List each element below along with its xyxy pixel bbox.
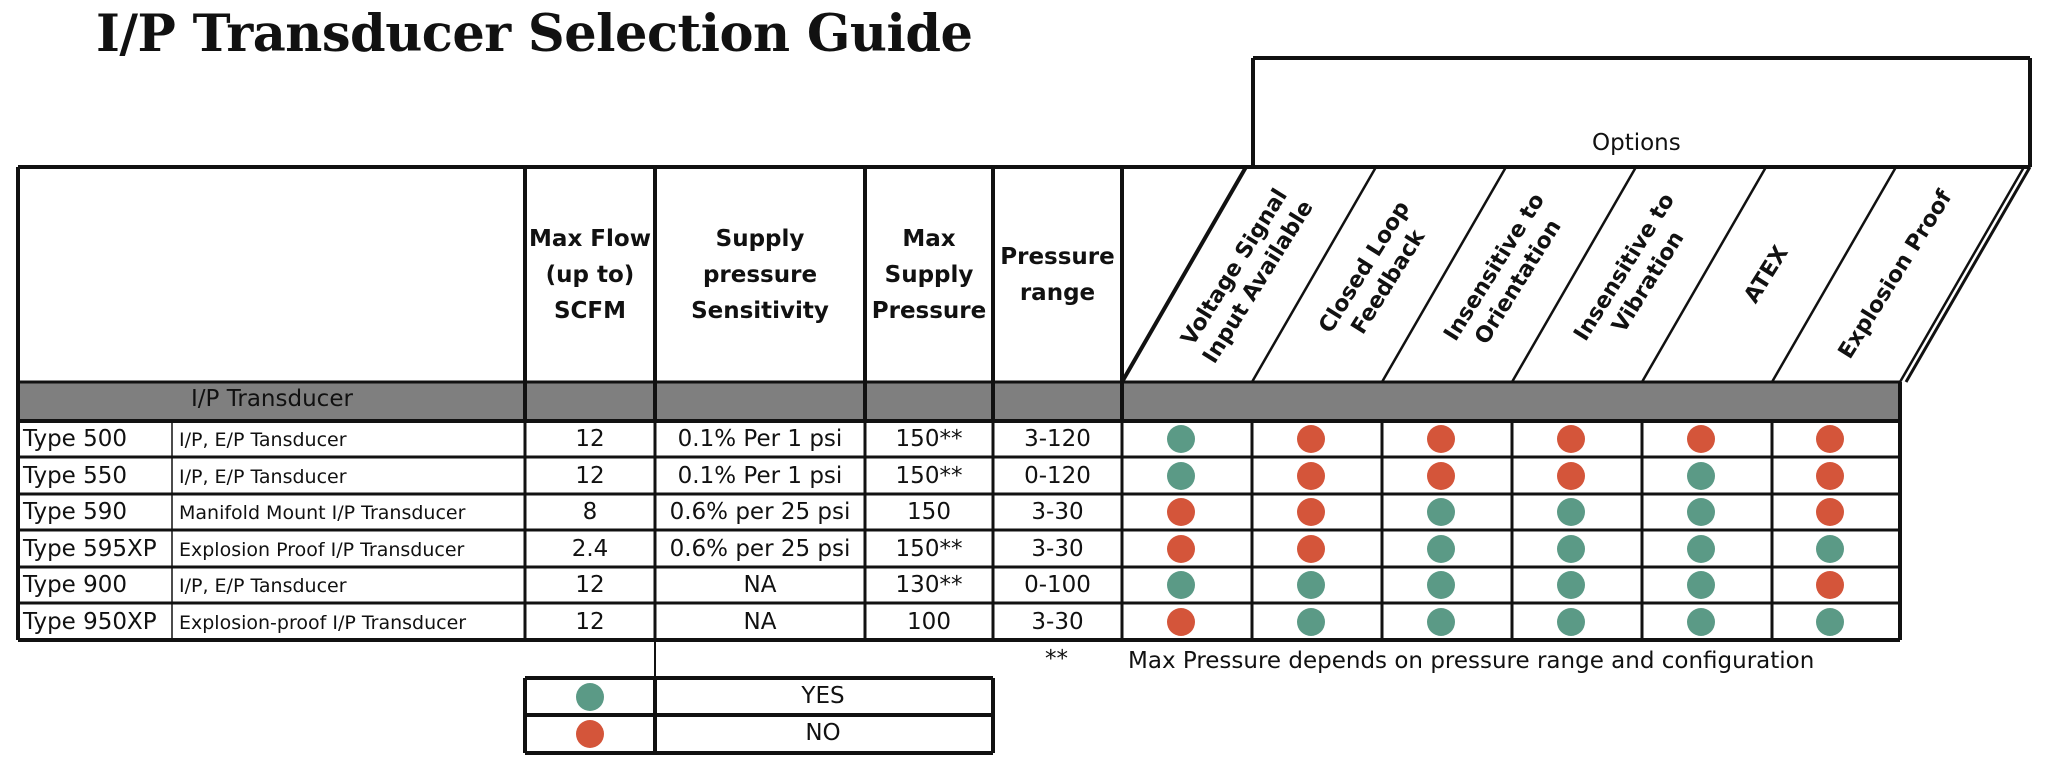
pressure-range-cell: 3-30 (1031, 499, 1084, 525)
no-indicator (1297, 425, 1325, 453)
no-indicator (1427, 461, 1455, 490)
no-indicator (1687, 425, 1715, 453)
yes-indicator (1427, 571, 1455, 599)
yes-indicator (1167, 571, 1195, 599)
yes-indicator (1557, 534, 1585, 563)
max-supply-cell: 100 (907, 608, 951, 635)
yes-indicator (1557, 571, 1585, 599)
max-supply-cell: 130** (895, 572, 963, 598)
sensitivity-cell: NA (743, 572, 777, 598)
sensitivity-cell: 0.6% per 25 psi (669, 499, 851, 525)
sensitivity-cell: 0.6% per 25 psi (669, 535, 851, 562)
description-cell: Explosion-proof I/P Transducer (179, 611, 467, 634)
column-header-line: Pressure (871, 297, 987, 324)
column-header-line: range (1019, 279, 1096, 306)
pressure-range-cell: 3-30 (1031, 608, 1084, 635)
description-cell: Manifold Mount I/P Transducer (179, 502, 466, 524)
no-indicator (1816, 461, 1844, 490)
pressure-range-cell: 0-120 (1024, 462, 1091, 489)
no-indicator (1167, 607, 1195, 636)
yes-indicator (1297, 607, 1325, 636)
group-label: I/P Transducer (191, 386, 353, 412)
model-cell: Type 550 (23, 462, 128, 489)
description-cell: Explosion Proof I/P Transducer (179, 538, 465, 561)
max-flow-cell: 2.4 (571, 535, 609, 562)
yes-indicator (1167, 425, 1195, 453)
max-supply-cell: 150** (895, 426, 963, 452)
no-indicator (1297, 534, 1325, 563)
model-cell: Type 900 (23, 572, 128, 598)
pressure-range-cell: 3-30 (1031, 535, 1084, 562)
no-indicator (1557, 461, 1585, 490)
yes-indicator (1816, 534, 1844, 563)
no-indicator (1816, 498, 1844, 526)
max-supply-cell: 150** (895, 462, 963, 489)
max-flow-cell: 8 (582, 499, 598, 525)
yes-indicator (1687, 607, 1715, 636)
max-supply-cell: 150** (895, 535, 963, 562)
column-header-line: Pressure (1000, 243, 1115, 270)
column-header-max-flow: Max Flow (up to) SCFM (525, 167, 655, 382)
yes-indicator (1297, 571, 1325, 599)
pressure-range-cell: 3-120 (1024, 426, 1091, 452)
yes-indicator (1557, 607, 1585, 636)
legend-label: NO (805, 720, 841, 746)
model-cell: Type 500 (23, 426, 128, 452)
description-cell: I/P, E/P Tansducer (179, 575, 347, 597)
yes-indicator (1427, 607, 1455, 636)
yes-indicator (1687, 571, 1715, 599)
no-indicator (1297, 461, 1325, 490)
yes-indicator (1687, 498, 1715, 526)
no-indicator (1816, 425, 1844, 453)
column-header-line: Supply (884, 261, 974, 288)
pressure-range-cell: 0-100 (1024, 572, 1091, 598)
page-title: I/P Transducer Selection Guide (96, 4, 973, 64)
sensitivity-cell: 0.1% Per 1 psi (677, 426, 843, 452)
legend-no-indicator (576, 720, 604, 748)
max-flow-cell: 12 (575, 426, 605, 452)
yes-indicator (1557, 498, 1585, 526)
max-flow-cell: 12 (575, 572, 605, 598)
model-cell: Type 595XP (23, 535, 157, 562)
legend-yes-indicator (576, 682, 604, 711)
column-header-line: Max Flow (529, 225, 651, 252)
max-flow-cell: 12 (575, 608, 605, 635)
options-header: Options (1592, 130, 1681, 156)
sensitivity-cell: 0.1% Per 1 psi (677, 462, 843, 489)
no-indicator (1297, 498, 1325, 526)
yes-indicator (1687, 461, 1715, 490)
max-supply-cell: 150 (907, 499, 951, 525)
no-indicator (1427, 425, 1455, 453)
column-header-line: Supply pressure (702, 225, 818, 288)
column-header-line: (up to) (545, 261, 635, 288)
no-indicator (1557, 425, 1585, 453)
footnote-text: Max Pressure depends on pressure range a… (1128, 648, 1815, 674)
max-flow-cell: 12 (575, 462, 605, 489)
yes-indicator (1816, 607, 1844, 636)
model-cell: Type 590 (23, 499, 128, 525)
no-indicator (1167, 534, 1195, 563)
no-indicator (1167, 498, 1195, 526)
column-header-line: Max (902, 225, 956, 252)
yes-indicator (1687, 534, 1715, 563)
no-indicator (1816, 571, 1844, 599)
description-cell: I/P, E/P Tansducer (179, 465, 347, 488)
column-header-line: Sensitivity (691, 297, 829, 324)
column-header-line: SCFM (553, 297, 627, 324)
column-header-pressure-range: Pressure range (993, 167, 1122, 382)
legend-label: YES (801, 683, 845, 709)
description-cell: I/P, E/P Tansducer (179, 429, 347, 451)
yes-indicator (1427, 534, 1455, 563)
footnote-mark: ** (1045, 646, 1068, 672)
sensitivity-cell: NA (743, 608, 777, 635)
yes-indicator (1167, 461, 1195, 490)
model-cell: Type 950XP (23, 608, 157, 635)
yes-indicator (1427, 498, 1455, 526)
